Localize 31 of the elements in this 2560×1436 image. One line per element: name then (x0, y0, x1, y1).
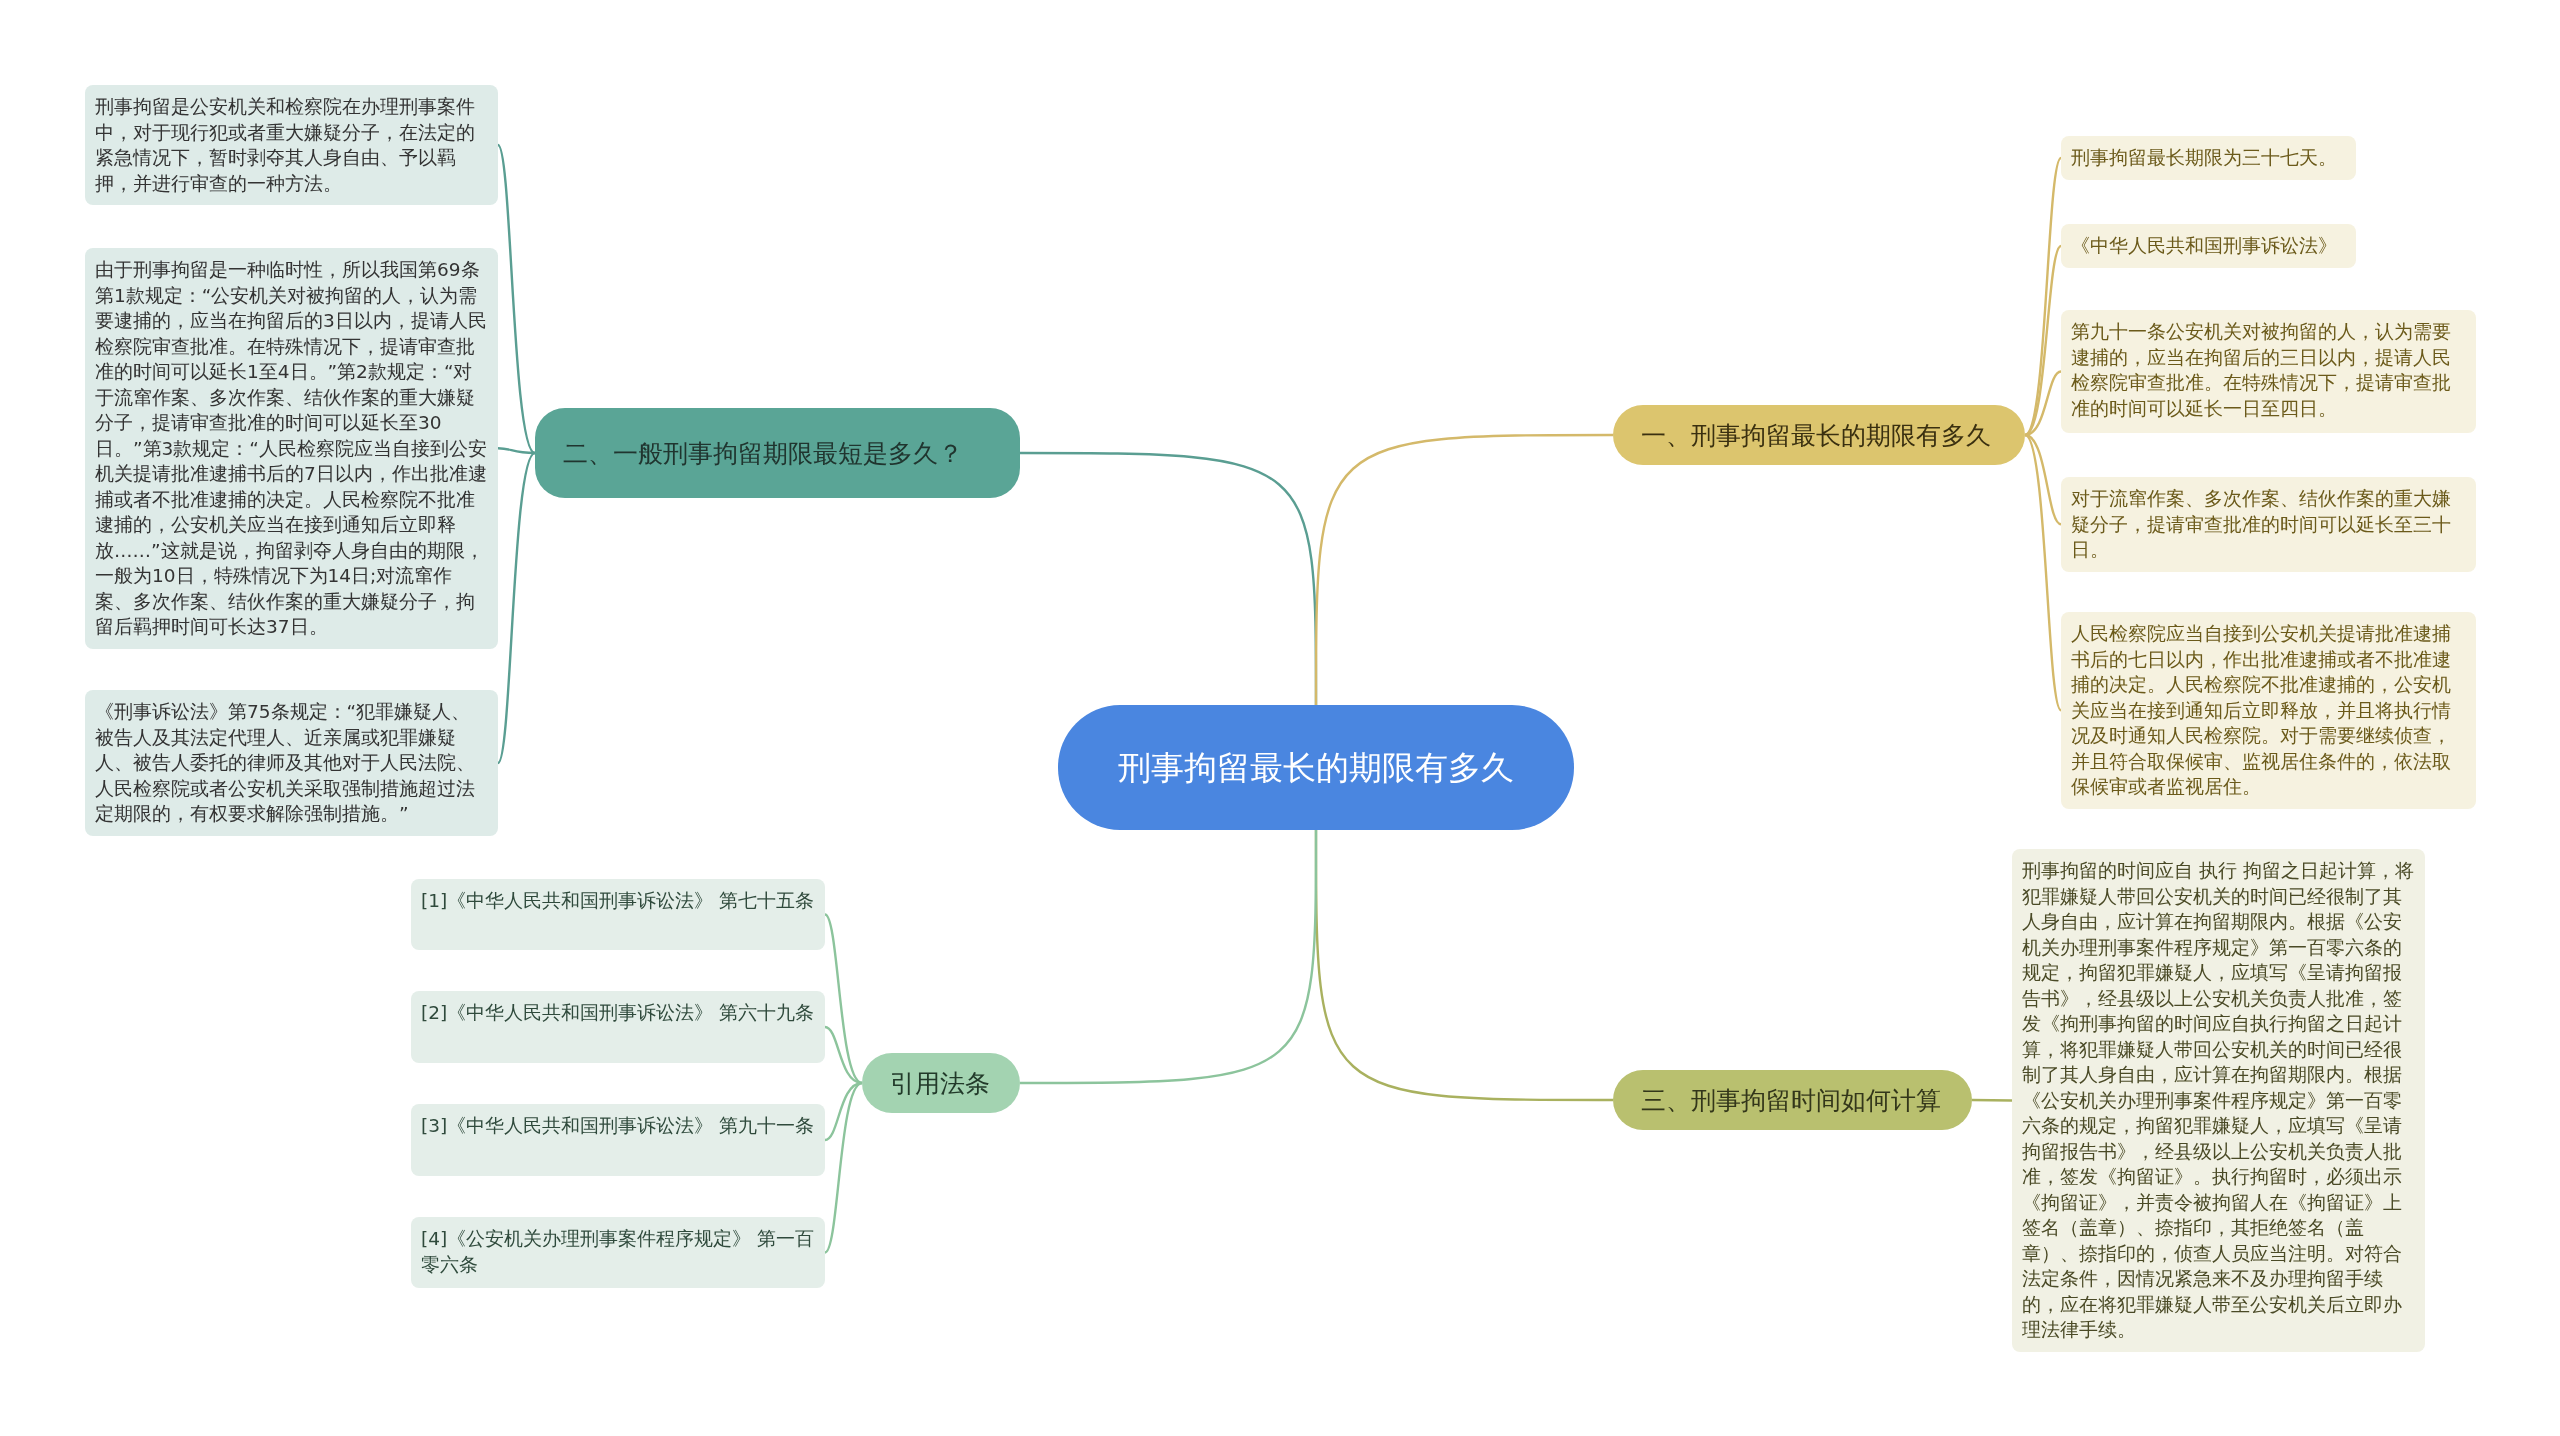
note-card: 对于流窜作案、多次作案、结伙作案的重大嫌疑分子，提请审查批准的时间可以延长至三十日。 (2061, 477, 2476, 572)
citation-card: [4]《公安机关办理刑事案件程序规定》 第一百零六条 (411, 1217, 825, 1288)
topic-pill: 三、刑事拘留时间如何计算 (1613, 1070, 1972, 1130)
note-card: 《刑事诉讼法》第75条规定：“犯罪嫌疑人、被告人及其法定代理人、近亲属或犯罪嫌疑人、被告人委托的律师及其他对于人民法院、人民检察院或者公安机关采取强制措施超过法定期限的，有权要求解除强制措施。” (85, 690, 498, 836)
note-card: 第九十一条公安机关对被拘留的人，认为需要逮捕的，应当在拘留后的三日以内，提请人民检察院审查批准。在特殊情况下，提请审查批准的时间可以延长一日至四日。 (2061, 310, 2476, 433)
connector-line (497, 447, 536, 455)
note-card: 刑事拘留的时间应自 执行 拘留之日起计算，将犯罪嫌疑人带回公安机关的时间已经很制了其人身自由，应计算在拘留期限内。根据《公安机关办理刑事案件程序规定》第一百零六条的规定，拘留犯罪嫌疑人，应填写《呈请拘留报告书》，经县级以上公安机关负责人批准，签发《拘刑事拘留的时间应自执行拘留之日起计算，将犯罪嫌疑人带回公安机关的时间已经很制了其人身自由，应计算在拘留期限内。根据《公安机关办理刑事案件程序规定》第一百零六条的规定，拘留犯罪嫌疑人，应填写《呈请拘留报告书》，经县级以上公安机关负责人批准，签发《拘留证》。执行拘留时，必须出示《拘留证》，并责令被拘留人在《拘留证》上签名（盖章）、捺指印，其拒绝签名（盖章）、捺指印的，侦查人员应当注明。对符合法定条件，因情况紧急来不及办理拘留手续的，应在将犯罪嫌疑人带至公安机关后立即办理法律手续。 (2012, 849, 2425, 1352)
connector-line (496, 452, 536, 764)
connector-line (496, 144, 536, 454)
note-card: 刑事拘留是公安机关和检察院在办理刑事案件中，对于现行犯或者重大嫌疑分子，在法定的紧急情况下，暂时剥夺其人身自由、予以羁押，并进行审查的一种方法。 (85, 85, 498, 205)
connector-line (2024, 433, 2062, 526)
connector-line (824, 1082, 863, 1254)
connector-line (2024, 434, 2063, 711)
connector-line (1020, 830, 1318, 1085)
topic-pill: 一、刑事拘留最长的期限有多久 (1613, 405, 2025, 465)
note-card: 人民检察院应当自接到公安机关提请批准逮捕书后的七日以内，作出批准逮捕或者不批准逮捕的决定。人民检察院不批准逮捕的，公安机关应当在接到通知后立即释放，并且将执行情况及时通知人民检察院。对于需要继续侦查，并且符合取保候审、监视居住条件的，依法取保候审或者监视居住。 (2061, 612, 2476, 809)
note-card: 《中华人民共和国刑事诉讼法》 (2061, 224, 2356, 268)
connector-line (1314, 433, 1613, 705)
topic-pill: 引用法条 (862, 1053, 1020, 1113)
connector-line (824, 913, 863, 1084)
central-topic: 刑事拘留最长的期限有多久 (1058, 705, 1574, 830)
note-card: 由于刑事拘留是一种临时性，所以我国第69条第1款规定：“公安机关对被拘留的人，认为需要逮捕的，应当在拘留后的3日以内，提请人民检察院审查批准。在特殊情况下，提请审查批准的时间可以延长1至4日。”第2款规定：“对于流窜作案、多次作案、结伙作案的重大嫌疑分子，提请审查批准的时间可以延长至30日。”第3款规定：“人民检察院应当自接到公安机关提请批准逮捕书后的7日以内，作出批准逮捕或者不批准逮捕的决定。人民检察院不批准逮捕的，公安机关应当在接到通知后立即释放……”这就是说，拘留剥夺人身自由的期限，一般为10日，特殊情况下为14日;对流窜作案、多次作案、结伙作案的重大嫌疑分子，拘留后羁押时间可长达37日。 (85, 248, 498, 649)
connector-line (824, 1025, 863, 1085)
note-card: 刑事拘留最长期限为三十七天。 (2061, 136, 2356, 180)
citation-card: [3]《中华人民共和国刑事诉讼法》 第九十一条 (411, 1104, 825, 1176)
topic-pill: 二、一般刑事拘留期限最短是多久？ (535, 408, 1020, 498)
connector-line (1972, 1098, 2012, 1102)
citation-card: [1]《中华人民共和国刑事诉讼法》 第七十五条 (411, 879, 825, 950)
citation-card: [2]《中华人民共和国刑事诉讼法》 第六十九条 (411, 991, 825, 1063)
connector-line (2024, 157, 2063, 436)
connector-line (2024, 245, 2062, 436)
